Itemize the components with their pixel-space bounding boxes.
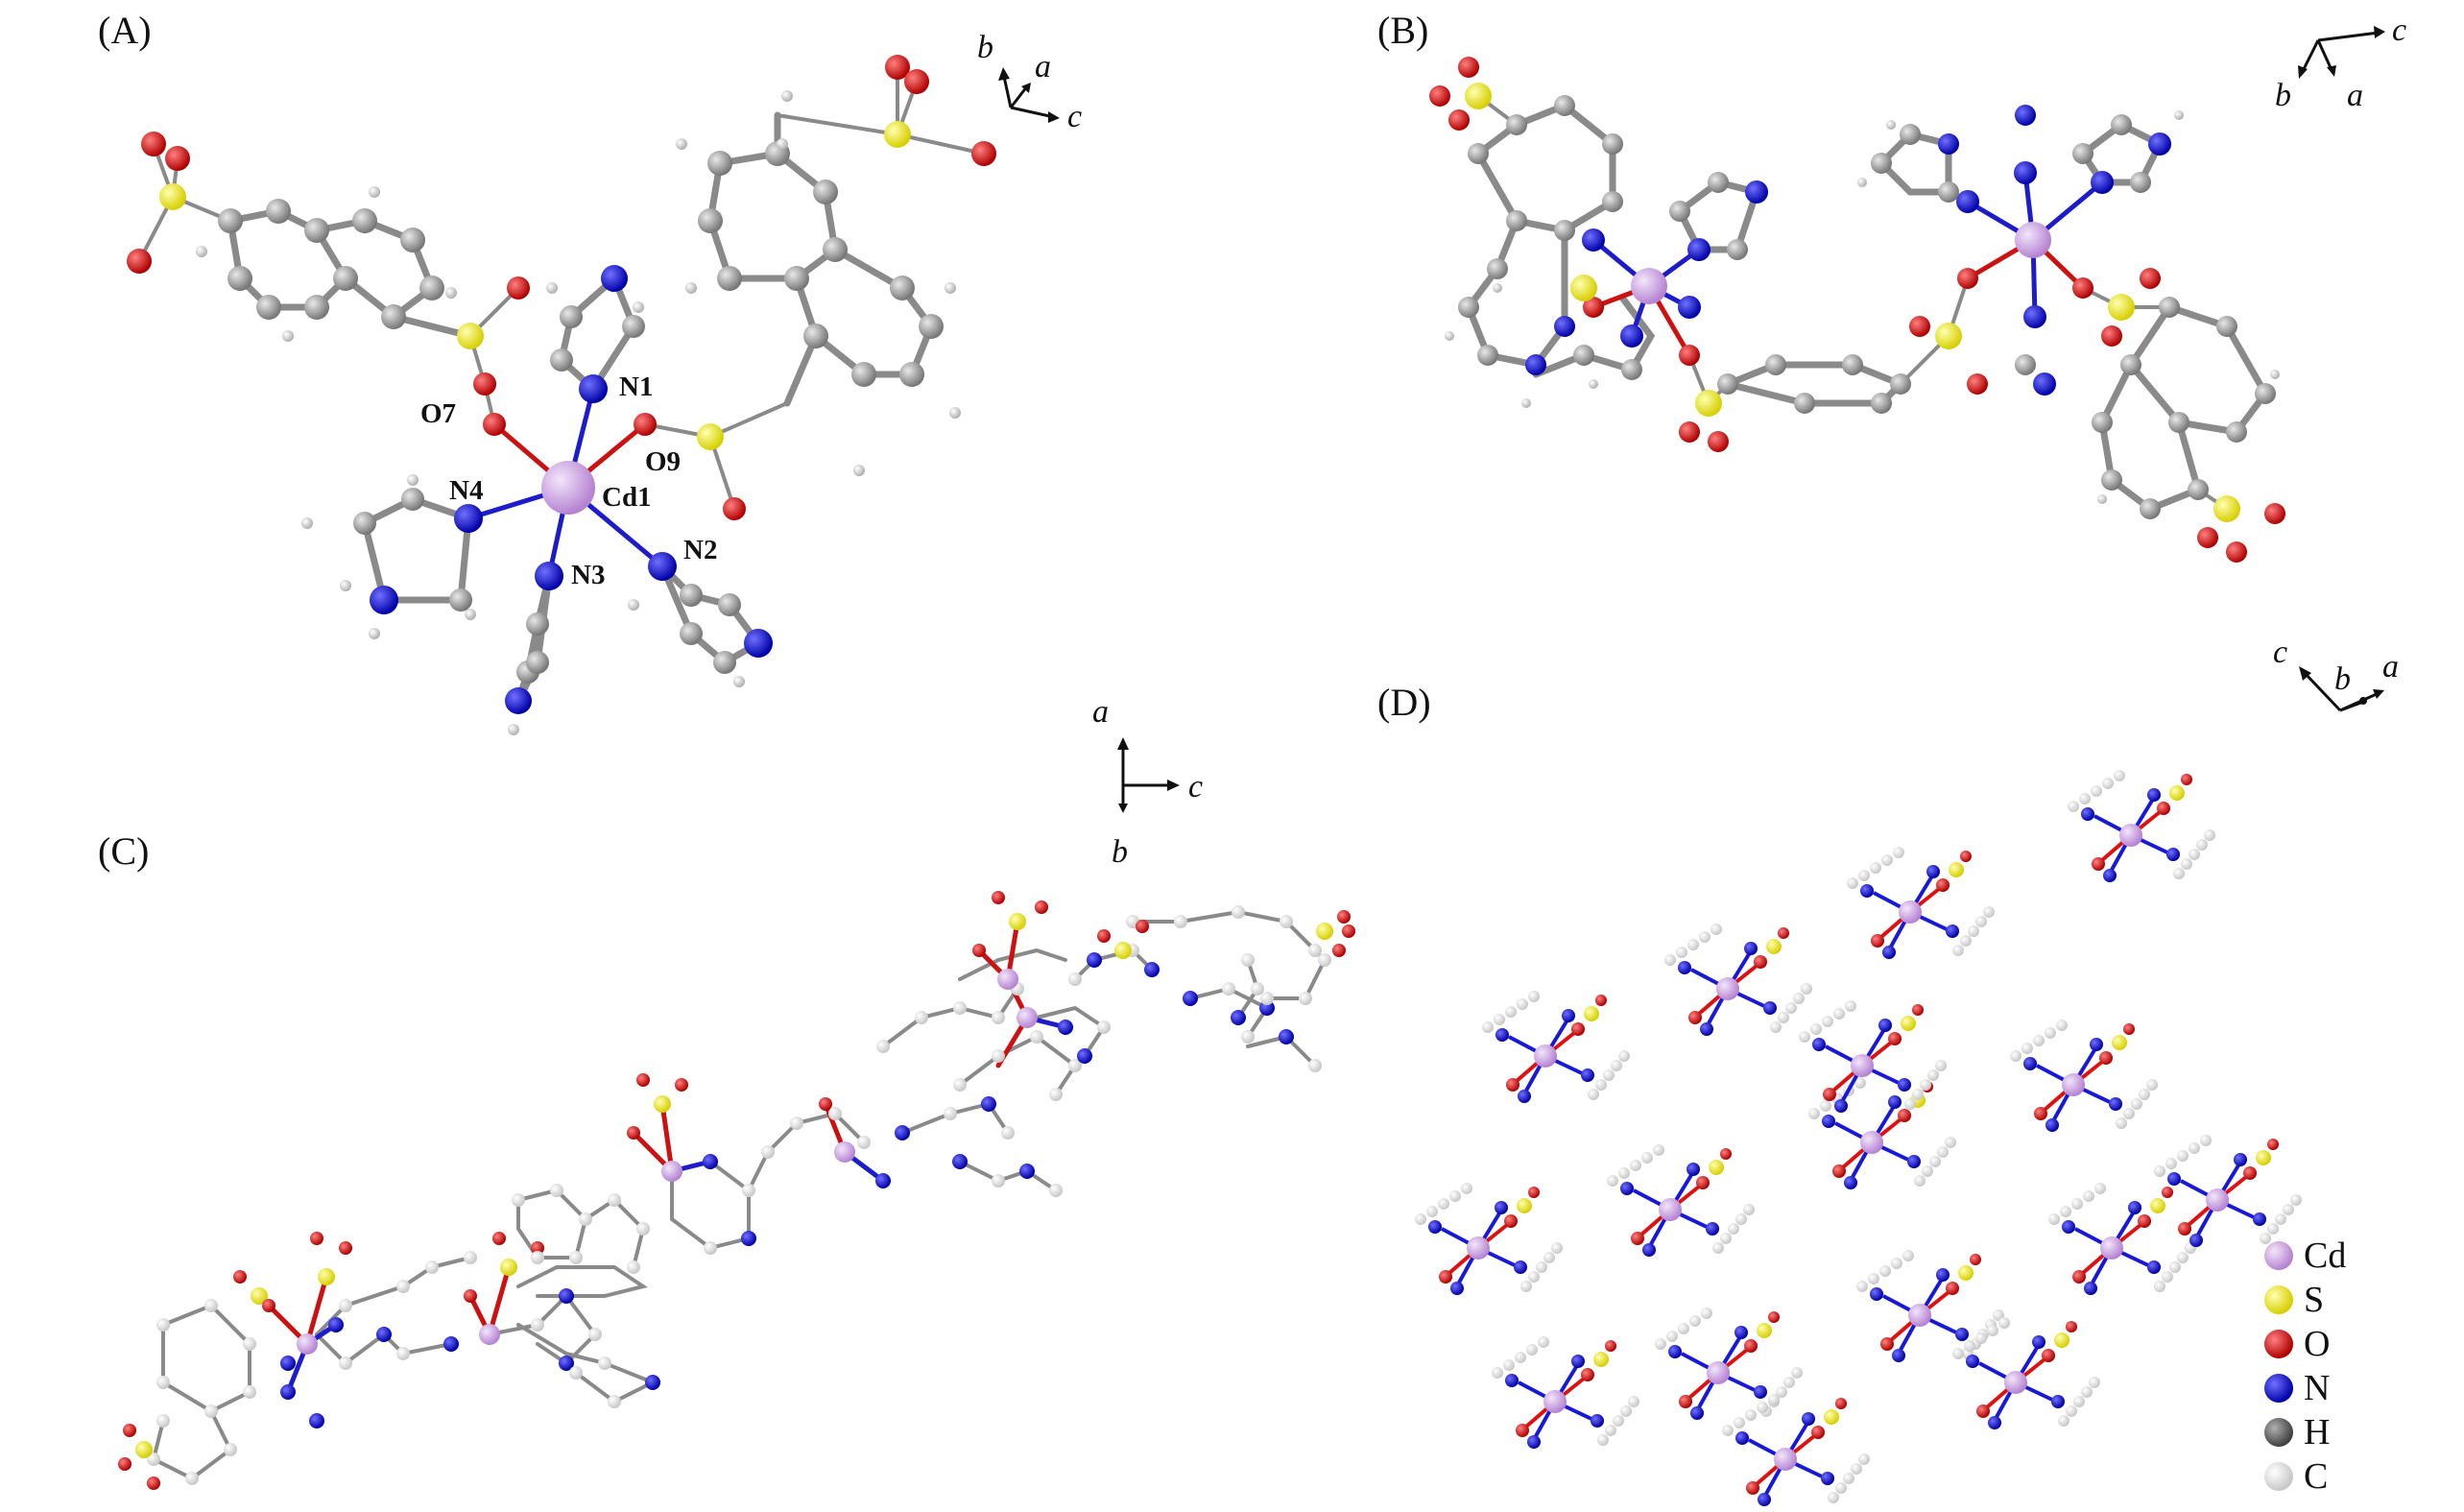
axes-indicator-a: b a c (977, 30, 1082, 134)
axis-label-c-b: b (1112, 834, 1128, 870)
panel-label-a: (A) (98, 9, 152, 52)
axes-indicator-d: c b a (2273, 635, 2399, 712)
axes-indicator-c: a c b (1092, 694, 1203, 870)
legend-label-s: S (2304, 1280, 2324, 1320)
axis-label-c-a: a (1092, 694, 1109, 730)
axis-label-a-c: c (1067, 99, 1082, 134)
axis-label-d-b: b (2334, 661, 2351, 697)
panel-label-b: (B) (1377, 9, 1428, 52)
legend-swatch-o (2264, 1330, 2293, 1358)
atom-label-n2: N2 (683, 535, 717, 565)
cd1-atom (541, 461, 595, 515)
legend-label-c: C (2304, 1456, 2328, 1497)
chain-backbone (151, 909, 1328, 1481)
chain-atoms (118, 891, 1355, 1490)
panel-c-chain: a c b (118, 694, 1355, 1490)
axis-label-b-b: b (2275, 78, 2291, 113)
legend-swatch-n (2264, 1374, 2293, 1403)
legend-label-o: O (2304, 1324, 2330, 1364)
atom-label-n1: N1 (619, 372, 653, 402)
panel-d-packing: c b a Cd S O N H (1415, 635, 2399, 1506)
axis-label-d-c: c (2273, 635, 2287, 670)
panel-a-asymmetric-unit: N1 O7 O9 N4 Cd1 N2 N3 b a c (127, 30, 1082, 735)
panel-b-dimer: c b a (1429, 12, 2406, 563)
legend-item-cd: Cd (2264, 1236, 2346, 1276)
panel-label-c: (C) (98, 829, 149, 873)
axis-label-b-c: c (2392, 12, 2406, 48)
axis-label-d-a: a (2382, 649, 2399, 684)
atom-label-n3: N3 (571, 560, 605, 590)
atom-label-n4: N4 (449, 475, 483, 506)
panel-label-d: (D) (1377, 681, 1431, 724)
atom-label-cd1: Cd1 (602, 482, 652, 513)
legend-swatch-c (2264, 1462, 2293, 1491)
right-naphthalene-sulfonate (634, 55, 996, 520)
imidazole-ligands (301, 265, 773, 735)
legend-swatch-s (2264, 1285, 2293, 1314)
legend-item-o: O (2264, 1324, 2330, 1364)
atom-label-o9: O9 (645, 446, 681, 477)
legend-label-cd: Cd (2304, 1236, 2346, 1276)
packing-units (1415, 770, 2302, 1506)
axes-indicator-b: c b a (2275, 12, 2406, 113)
legend-swatch-h (2264, 1418, 2293, 1447)
legend-label-n: N (2304, 1368, 2330, 1408)
legend-label-h: H (2304, 1412, 2330, 1452)
axis-label-c-c: c (1188, 769, 1203, 804)
atom-label-o7: O7 (420, 398, 456, 429)
legend-item-h: H (2264, 1412, 2330, 1452)
axis-label-a-a: a (1035, 49, 1051, 84)
legend-item-s: S (2264, 1280, 2324, 1320)
left-naphthalene-sulfonate (127, 132, 530, 436)
legend-item-n: N (2264, 1368, 2330, 1408)
dimer-atoms (1429, 57, 2285, 563)
element-legend: Cd S O N H C (2264, 1236, 2346, 1497)
axis-label-a-b: b (977, 30, 993, 65)
legend-swatch-cd (2264, 1241, 2293, 1270)
legend-item-c: C (2264, 1456, 2328, 1497)
axis-label-b-a: a (2347, 78, 2363, 113)
